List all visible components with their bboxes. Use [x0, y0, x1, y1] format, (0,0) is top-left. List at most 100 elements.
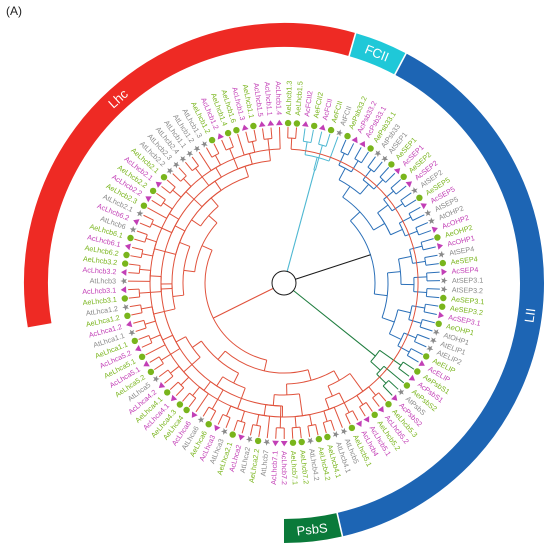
branch-line — [425, 263, 439, 266]
branch-line — [275, 427, 277, 439]
clade-separator — [348, 31, 357, 58]
branch-line — [299, 427, 302, 439]
leaf-label: AtSEP3.2 — [452, 285, 484, 295]
tip-marker-star — [193, 145, 201, 153]
branch-line — [248, 153, 253, 165]
branch-line — [256, 414, 260, 426]
tip-marker-circle — [315, 435, 323, 443]
branch-line — [419, 326, 433, 332]
tip-marker-star — [153, 375, 160, 383]
branch-line — [262, 128, 265, 140]
branch-line — [359, 406, 366, 417]
branch-line — [129, 263, 141, 266]
leaf-label: AeLhcb3.1 — [82, 295, 117, 307]
tip-marker-triangle — [276, 119, 283, 126]
tip-marker-star — [197, 416, 205, 423]
branch-line — [350, 160, 359, 173]
tip-marker-star — [440, 285, 448, 293]
tip-marker-star — [307, 437, 314, 445]
branch-line — [151, 199, 162, 207]
branch-line — [398, 255, 412, 260]
branch-line — [291, 427, 294, 439]
tip-marker-circle — [344, 132, 351, 140]
tip-marker-triangle — [171, 394, 178, 402]
tip-marker-triangle — [126, 320, 133, 328]
branch-line — [244, 166, 249, 177]
tip-marker-triangle — [242, 124, 249, 131]
branch-line — [367, 156, 376, 168]
branch-arc — [140, 249, 144, 258]
branch-arc — [192, 165, 199, 172]
branch-arc — [211, 153, 220, 158]
leaf-label: AeLhcb1.3 — [284, 81, 294, 116]
branch-line — [413, 276, 427, 278]
branch-line — [414, 341, 427, 348]
tip-marker-triangle — [301, 121, 309, 127]
clade-arc-lhc — [24, 23, 356, 329]
tip-marker-circle — [284, 119, 292, 127]
branch-line — [150, 334, 161, 340]
branch-line — [145, 344, 166, 356]
branch-line — [325, 133, 331, 147]
branch-line — [202, 406, 210, 417]
branch-line — [313, 157, 318, 170]
branch-arc — [381, 272, 389, 318]
tip-marker-triangle — [135, 345, 142, 352]
branch-line — [295, 127, 298, 139]
tip-marker-circle — [324, 433, 331, 441]
branch-line — [233, 420, 238, 431]
branch-line — [141, 342, 153, 348]
branch-line — [134, 238, 146, 243]
tip-marker-triangle — [420, 203, 427, 210]
branch-line — [180, 376, 190, 386]
tip-marker-triangle — [191, 411, 198, 418]
tip-marker-triangle — [436, 243, 443, 250]
tip-marker-triangle — [124, 243, 131, 251]
branch-line — [383, 190, 394, 200]
tip-marker-circle — [123, 251, 130, 259]
branch-line — [208, 215, 218, 224]
branch-line — [233, 372, 240, 384]
branch-arc — [398, 361, 404, 369]
branch-arc — [274, 393, 300, 396]
branch-line — [405, 230, 418, 237]
branch-line — [361, 151, 369, 164]
leaf-label: AcLhcb1.1 — [263, 81, 275, 116]
branch-line — [397, 345, 410, 353]
branch-arc — [149, 148, 419, 418]
tip-marker-star — [129, 226, 137, 233]
branch-line — [356, 395, 364, 405]
tip-marker-star — [179, 156, 187, 163]
branch-line — [378, 392, 387, 402]
leaf-label: AeLhcb1.5 — [293, 81, 305, 116]
tip-marker-circle — [371, 411, 378, 418]
branch-line — [172, 189, 182, 198]
branch-line — [210, 197, 219, 207]
leaf-label: AtLhcb3 — [90, 276, 116, 285]
branch-line — [188, 397, 197, 408]
branch-line — [161, 288, 173, 290]
branch-line — [175, 336, 186, 343]
branch-line — [322, 422, 327, 434]
tip-marker-circle — [435, 320, 442, 327]
tip-marker-circle — [176, 401, 184, 408]
tip-marker-circle — [254, 437, 262, 445]
branch-line — [147, 207, 167, 219]
tip-marker-triangle — [377, 406, 384, 413]
branch-arc — [204, 250, 267, 361]
tree-root — [271, 270, 297, 296]
tip-marker-triangle — [145, 196, 152, 203]
branch-line — [307, 425, 311, 437]
tip-marker-circle — [121, 295, 128, 302]
branch-arc — [292, 426, 301, 429]
branch-line — [169, 213, 180, 220]
branch-line — [399, 216, 412, 224]
tip-marker-circle — [131, 337, 138, 345]
branch-arc — [158, 356, 164, 364]
branch-line — [347, 143, 355, 156]
branch-line — [205, 147, 213, 158]
leaf-label: AcLhcb7.1 — [269, 451, 280, 485]
tip-marker-circle — [439, 259, 446, 267]
branch-line — [398, 368, 410, 377]
branch-line — [141, 306, 153, 310]
